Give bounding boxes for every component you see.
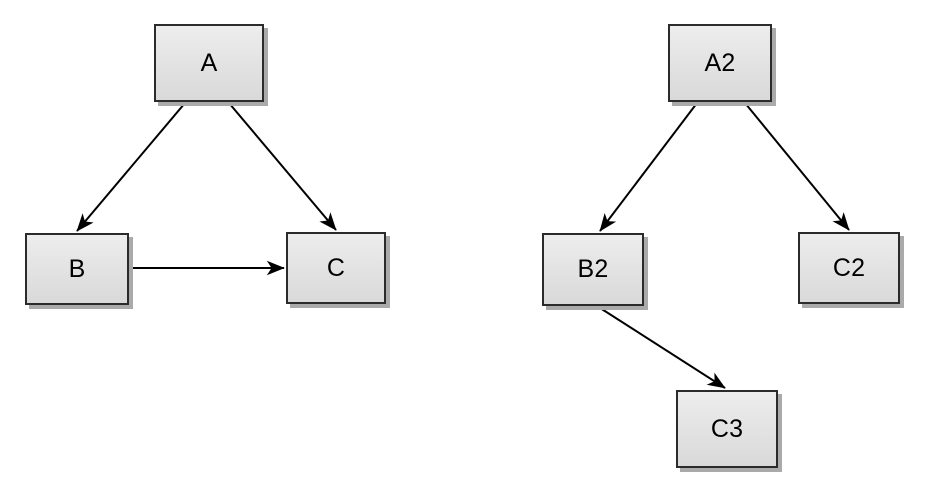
node-label-c2: C2 bbox=[832, 253, 866, 282]
node-label-c: C bbox=[326, 253, 346, 282]
node-label-c3: C3 bbox=[710, 414, 744, 443]
node-label-a: A bbox=[200, 48, 218, 77]
node-b2[interactable]: B2 bbox=[542, 233, 644, 306]
node-a[interactable]: A bbox=[154, 24, 264, 102]
node-b[interactable]: B bbox=[25, 233, 129, 305]
edge-a2-to-c2 bbox=[744, 102, 850, 231]
node-c2[interactable]: C2 bbox=[798, 232, 900, 304]
edge-a-to-b bbox=[76, 102, 186, 232]
edge-b2-to-c3 bbox=[596, 305, 726, 389]
node-c3[interactable]: C3 bbox=[676, 390, 778, 468]
edge-a2-to-b2 bbox=[599, 102, 698, 232]
node-label-b: B bbox=[68, 254, 86, 283]
node-label-a2: A2 bbox=[704, 48, 736, 77]
node-label-b2: B2 bbox=[577, 255, 609, 283]
node-c[interactable]: C bbox=[286, 232, 386, 304]
edge-a-to-c bbox=[228, 102, 337, 231]
node-a2[interactable]: A2 bbox=[668, 24, 772, 102]
edges-group bbox=[76, 102, 850, 389]
